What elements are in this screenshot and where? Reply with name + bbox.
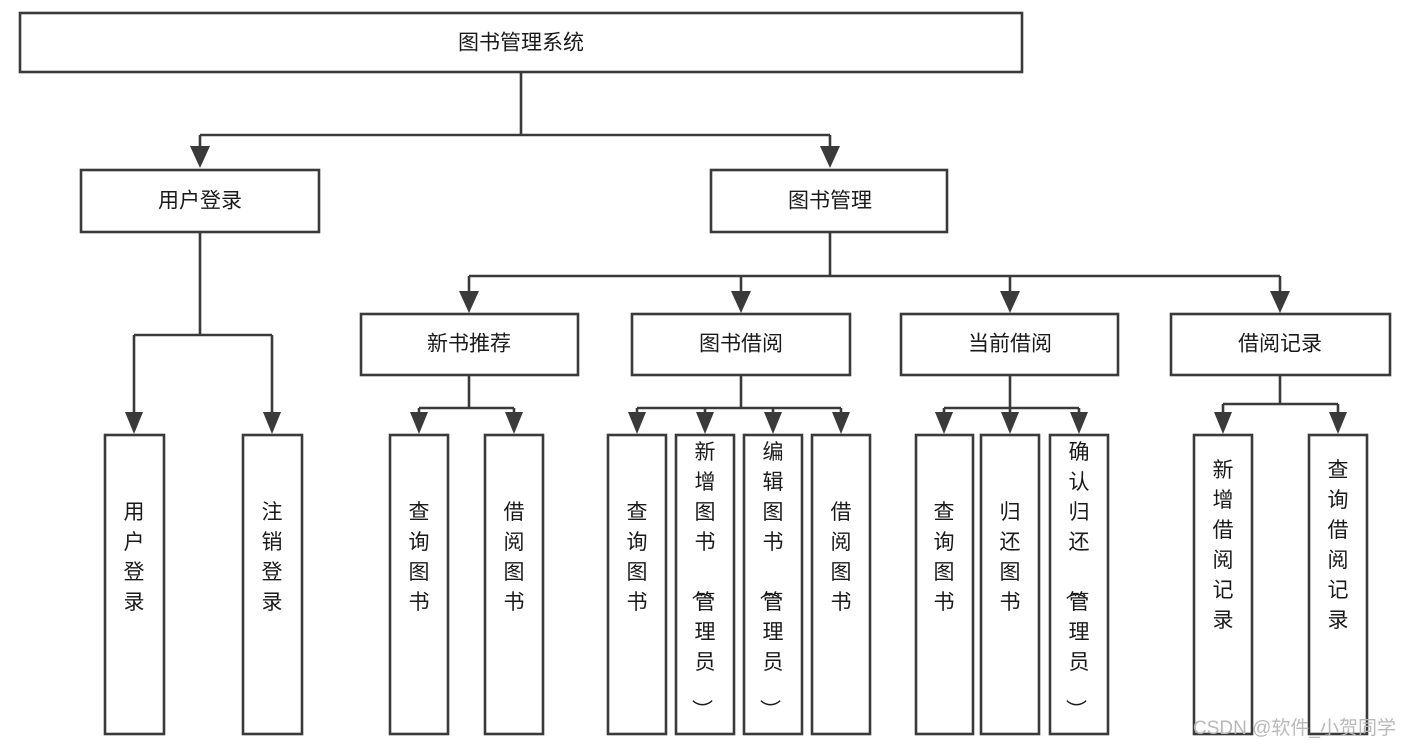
leaf-user-login-2-label: 注销登录 [262,501,283,614]
leaf-record-2[interactable]: 查询借阅记录 [1307,433,1369,736]
node-new-book-recommend[interactable]: 新书推荐 [359,312,580,377]
leaf-current-2-box[interactable] [979,433,1041,736]
leaf-record-2-box[interactable] [1307,433,1369,736]
arrow-borrow-2 [696,412,714,434]
leaf-borrow-2[interactable]: 新增图书（管理员） [674,433,736,736]
node-current-borrow-box[interactable] [899,312,1120,377]
node-book-management-box[interactable] [709,168,949,234]
arrow-recommend-1 [410,412,428,434]
node-book-borrow-label: 图书借阅 [699,333,783,356]
leaf-user-login-1-label: 用户登录 [124,501,145,614]
arrow-login-leaf-2 [263,412,281,434]
arrow-current-1 [935,412,953,434]
node-book-management[interactable]: 图书管理 [709,168,949,234]
node-current-borrow-label: 当前借阅 [968,333,1052,356]
node-book-management-label: 图书管理 [788,190,872,213]
leaf-recommend-2-label: 借阅图书 [504,501,525,614]
node-borrow-record-label: 借阅记录 [1238,333,1322,356]
arrow-current-3 [1070,412,1088,434]
leaf-record-1-label: 新增借阅记录 [1213,459,1234,632]
arrow-login-leaf-1 [125,412,143,434]
arrow-record-1 [1214,412,1232,434]
leaf-borrow-1[interactable]: 查询图书 [606,433,668,736]
node-user-login-box[interactable] [79,168,321,234]
node-root[interactable]: 图书管理系统 [18,11,1024,74]
node-user-login[interactable]: 用户登录 [79,168,321,234]
arrow-bookmgmt-1 [459,291,479,313]
leaf-borrow-4-label: 借阅图书 [831,501,852,614]
arrow-current-2 [1001,412,1019,434]
arrow-record-2 [1329,412,1347,434]
leaf-borrow-2-label: 新增图书（管理员） [690,441,716,720]
connector-group-current [935,375,1088,434]
arrow-borrow-4 [832,412,850,434]
arrow-root-to-bookmgmt [820,146,840,168]
leaf-current-3-box[interactable] [1048,433,1110,736]
node-book-borrow[interactable]: 图书借阅 [630,312,852,377]
connector-group-recommend [410,375,523,434]
node-new-book-recommend-label: 新书推荐 [427,333,511,356]
leaf-record-2-label: 查询借阅记录 [1328,459,1349,632]
leaf-record-1[interactable]: 新增借阅记录 [1192,433,1254,736]
leaf-borrow-3-box[interactable] [742,433,804,736]
node-book-borrow-box[interactable] [630,312,852,377]
arrow-root-to-login [190,146,210,168]
leaf-current-3[interactable]: 确认归还（管理员） [1048,433,1110,736]
arrow-bookmgmt-2 [731,291,751,313]
node-borrow-record[interactable]: 借阅记录 [1169,312,1392,377]
connector-group-user-login [125,232,281,434]
leaf-user-login-1-box[interactable] [103,433,166,736]
leaf-user-login-2[interactable]: 注销登录 [241,433,304,736]
leaf-recommend-2-box[interactable] [483,433,545,736]
leaf-current-1-label: 查询图书 [934,501,955,614]
node-borrow-record-box[interactable] [1169,312,1392,377]
leaf-borrow-1-label: 查询图书 [627,501,648,614]
node-user-login-label: 用户登录 [158,190,242,213]
leaf-recommend-1-label: 查询图书 [409,501,430,614]
leaf-current-2-label: 归还图书 [1000,501,1021,614]
leaf-recommend-1-box[interactable] [388,433,450,736]
leaf-borrow-3[interactable]: 编辑图书（管理员） [742,433,804,736]
leaf-current-1[interactable]: 查询图书 [914,433,975,736]
node-root-box[interactable] [18,11,1024,74]
node-new-book-recommend-box[interactable] [359,312,580,377]
leaf-recommend-2[interactable]: 借阅图书 [483,433,545,736]
arrow-bookmgmt-4 [1270,291,1290,313]
watermark-label: CSDN @软件_小贺同学 [1193,717,1396,739]
arrow-borrow-3 [764,412,782,434]
leaf-borrow-1-box[interactable] [606,433,668,736]
leaf-borrow-3-label: 编辑图书（管理员） [758,441,784,720]
leaf-borrow-2-box[interactable] [674,433,736,736]
connector-group-borrow [628,375,850,434]
leaf-current-1-box[interactable] [914,433,975,736]
leaf-borrow-4-box[interactable] [810,433,872,736]
leaf-user-login-2-box[interactable] [241,433,304,736]
leaf-user-login-1[interactable]: 用户登录 [103,433,166,736]
connector-group-root [190,72,840,168]
arrow-bookmgmt-3 [1000,291,1020,313]
node-current-borrow[interactable]: 当前借阅 [899,312,1120,377]
leaf-current-2[interactable]: 归还图书 [979,433,1041,736]
leaf-recommend-1[interactable]: 查询图书 [388,433,450,736]
node-root-label: 图书管理系统 [458,32,584,55]
leaf-current-3-label: 确认归还（管理员） [1064,441,1090,720]
connector-group-book-mgmt [459,232,1290,313]
leaf-record-1-box[interactable] [1192,433,1254,736]
arrow-borrow-1 [628,412,646,434]
leaf-borrow-4[interactable]: 借阅图书 [810,433,872,736]
connector-group-record [1214,375,1347,434]
arrow-recommend-2 [505,412,523,434]
